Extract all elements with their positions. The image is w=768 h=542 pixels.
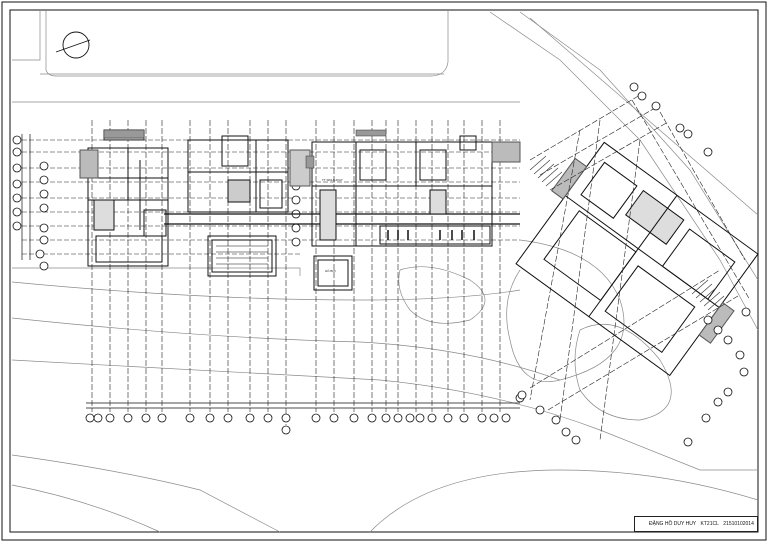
stairs-hatch [529, 155, 725, 311]
site-context [11, 10, 759, 533]
class-code: KT21CL [700, 521, 719, 527]
left-wing-plan [79, 129, 169, 267]
room-label-activity: TT SINH HOẠT [322, 178, 343, 182]
dimension-lines [21, 134, 520, 409]
grid-axis-bubbles-bottom [85, 393, 525, 435]
north-arrow-icon [55, 31, 91, 59]
student-id: 21510102014 [723, 521, 754, 527]
right-wing-grid [529, 94, 751, 441]
center-left-plan [187, 135, 311, 277]
right-wing-plan [515, 141, 759, 377]
author-name: ĐẶNG HỒ DUY HUY [649, 521, 697, 527]
room-label-pool: HỒ BƠI [325, 268, 336, 273]
center-plan [311, 135, 521, 291]
roof-canopies [103, 129, 387, 169]
corridor [164, 213, 520, 225]
grid-axis-bubbles-left [12, 135, 49, 271]
sheet-inner-border [9, 9, 759, 533]
right-wing-axis-bubbles [517, 82, 751, 447]
title-block: ĐẶNG HỒ DUY HUY KT21CL 21510102014 [634, 516, 758, 532]
